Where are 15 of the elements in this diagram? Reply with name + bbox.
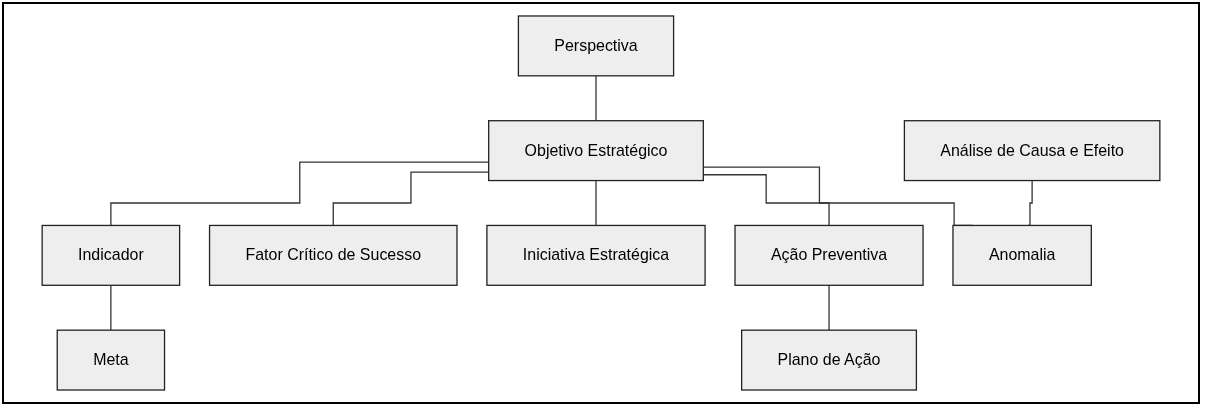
node-box: Objetivo Estratégico — [488, 120, 704, 182]
node-box: Iniciativa Estratégica — [486, 224, 706, 286]
node-box: Anomalia — [952, 224, 1092, 286]
node-box: Indicador — [41, 224, 181, 286]
node-box: Fator Crítico de Sucesso — [208, 224, 458, 286]
connector — [1027, 179, 1033, 227]
node-box: Ação Preventiva — [734, 224, 924, 286]
node-box: Perspectiva — [517, 15, 675, 77]
node-box: Análise de Causa e Efeito — [903, 120, 1161, 182]
connector — [595, 75, 597, 122]
connector — [595, 179, 597, 227]
node-box: Meta — [56, 329, 166, 391]
node-box: Plano de Ação — [741, 329, 918, 391]
connector — [110, 284, 112, 331]
connector — [828, 284, 830, 331]
